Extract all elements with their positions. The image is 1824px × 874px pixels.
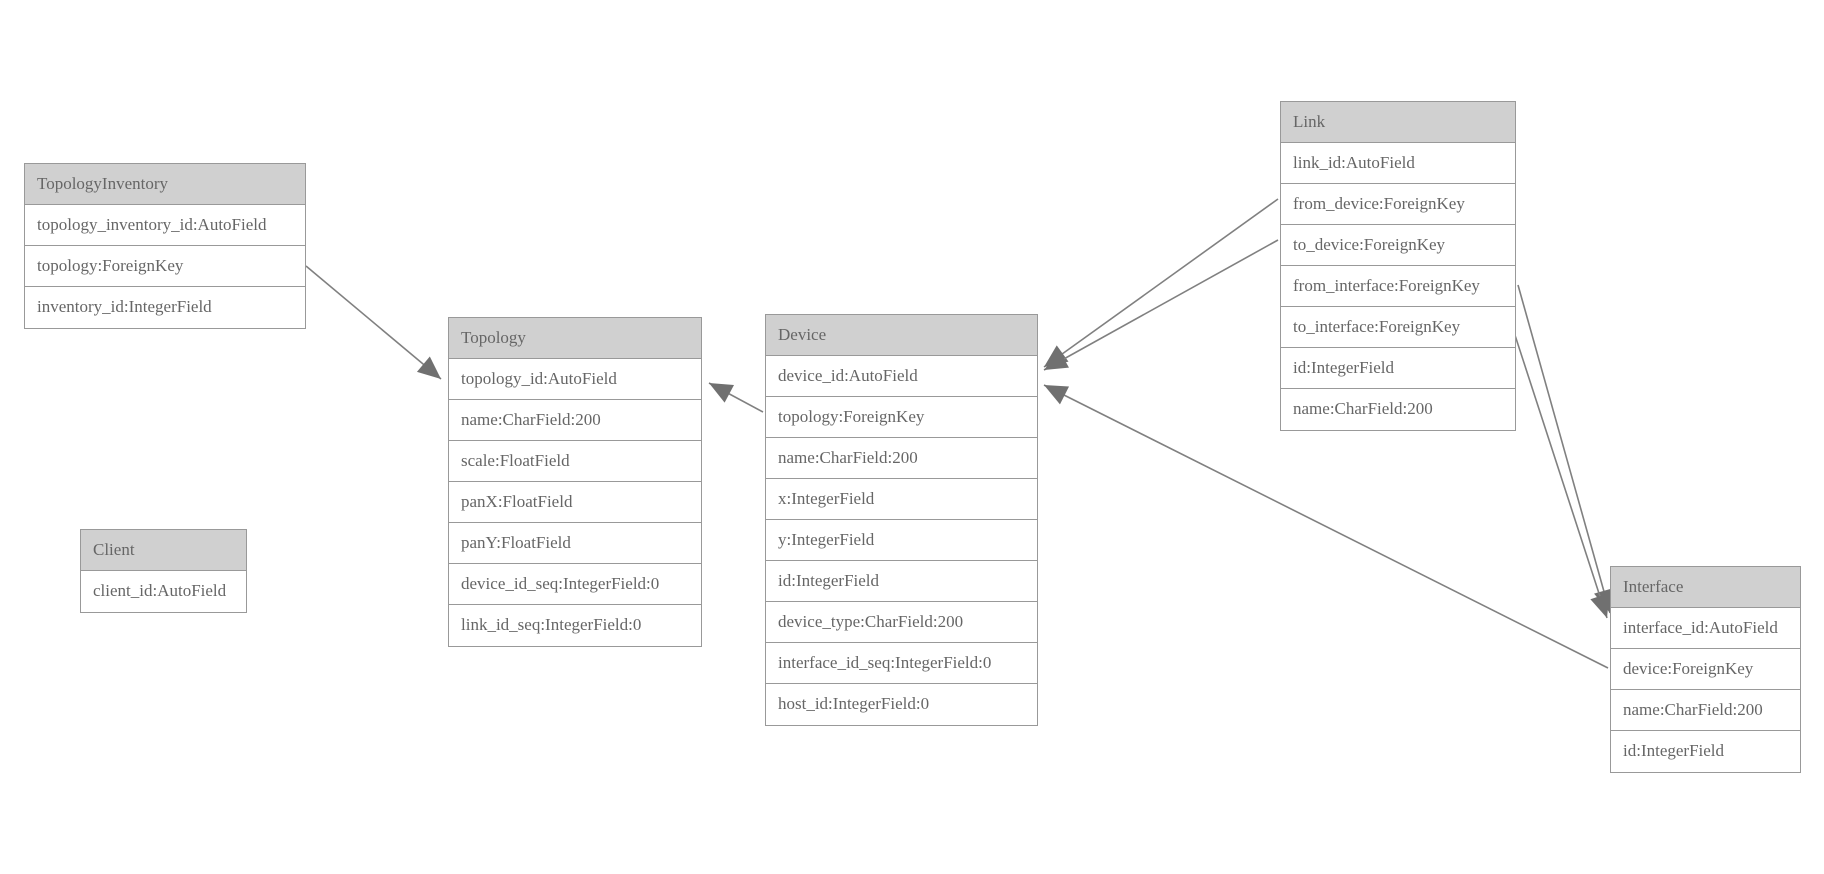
rel-link-fromdevice-device [1043, 198, 1279, 368]
entity-field: id:IntegerField [1611, 731, 1800, 772]
entity-field: name:CharField:200 [1611, 690, 1800, 731]
entity-field: from_interface:ForeignKey [1281, 266, 1515, 307]
entity-field: name:CharField:200 [766, 438, 1037, 479]
relationship-line [1043, 239, 1279, 371]
entity-field: client_id:AutoField [81, 571, 246, 612]
entity-title-topology_inventory: TopologyInventory [25, 164, 305, 205]
entity-field: name:CharField:200 [449, 400, 701, 441]
entity-field: panX:FloatField [449, 482, 701, 523]
entity-field: topology_inventory_id:AutoField [25, 205, 305, 246]
relationship-line [708, 382, 764, 413]
entity-field: host_id:IntegerField:0 [766, 684, 1037, 725]
rel-device-topology [708, 382, 764, 413]
entity-title-link: Link [1281, 102, 1515, 143]
entity-title-topology: Topology [449, 318, 701, 359]
entity-field: panY:FloatField [449, 523, 701, 564]
entity-field: name:CharField:200 [1281, 389, 1515, 430]
entity-field: from_device:ForeignKey [1281, 184, 1515, 225]
entity-field: to_device:ForeignKey [1281, 225, 1515, 266]
relationship-line [305, 265, 442, 380]
entity-field: device_id_seq:IntegerField:0 [449, 564, 701, 605]
rel-link-tointerface-interface [1511, 325, 1610, 619]
entity-field: topology:ForeignKey [25, 246, 305, 287]
relationship-arrowhead [1044, 385, 1070, 405]
entity-field: scale:FloatField [449, 441, 701, 482]
rel-topologyinventory-topology [305, 265, 442, 380]
relationship-arrowhead [1044, 350, 1069, 370]
entity-field: id:IntegerField [1281, 348, 1515, 389]
relationship-arrowhead [1044, 345, 1069, 367]
entity-field: device:ForeignKey [1611, 649, 1800, 690]
entity-field: to_interface:ForeignKey [1281, 307, 1515, 348]
entity-field: y:IntegerField [766, 520, 1037, 561]
entity-field: inventory_id:IntegerField [25, 287, 305, 328]
entity-title-client: Client [81, 530, 246, 571]
rel-link-frominterface-interface [1517, 284, 1614, 614]
relationship-arrowhead [709, 383, 735, 403]
entity-field: id:IntegerField [766, 561, 1037, 602]
entity-field: interface_id:AutoField [1611, 608, 1800, 649]
entity-field: topology:ForeignKey [766, 397, 1037, 438]
entity-field: x:IntegerField [766, 479, 1037, 520]
rel-link-todevice-device [1043, 239, 1279, 371]
entity-field: link_id:AutoField [1281, 143, 1515, 184]
relationship-line [1511, 325, 1608, 619]
relationship-arrowhead [416, 356, 441, 379]
relationship-line [1517, 284, 1611, 614]
entity-field: link_id_seq:IntegerField:0 [449, 605, 701, 646]
relationship-line [1043, 198, 1279, 368]
entity-field: device_type:CharField:200 [766, 602, 1037, 643]
entity-field: interface_id_seq:IntegerField:0 [766, 643, 1037, 684]
entity-title-device: Device [766, 315, 1037, 356]
entity-title-interface: Interface [1611, 567, 1800, 608]
entity-field: topology_id:AutoField [449, 359, 701, 400]
entity-field: device_id:AutoField [766, 356, 1037, 397]
